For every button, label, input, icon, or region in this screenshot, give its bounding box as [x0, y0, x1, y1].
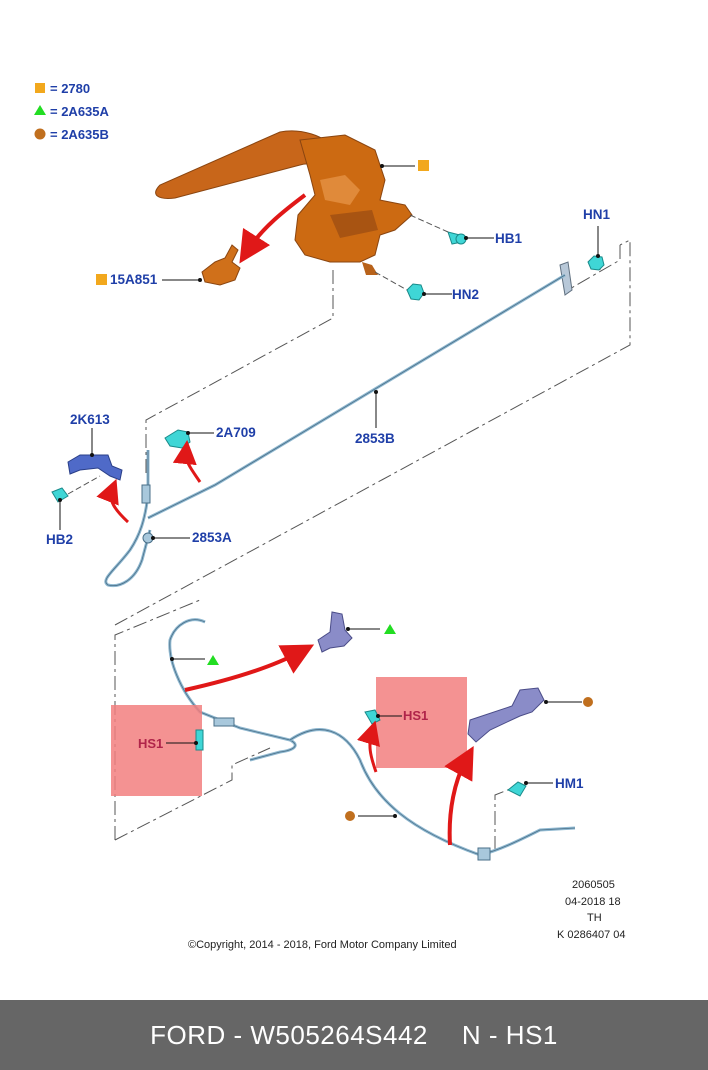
rear-cable-spring — [213, 717, 235, 727]
callout-hn1: HN1 — [583, 207, 610, 222]
clip-hs1-left — [195, 729, 204, 751]
legend-item-2a635b: = 2A635B — [50, 127, 109, 142]
rear-cable-fitting-right — [477, 847, 491, 861]
red-arrow-cable-to-bracket — [184, 644, 315, 692]
callout-2k613: 2K613 — [70, 412, 110, 427]
copyright: ©Copyright, 2014 - 2018, Ford Motor Comp… — [188, 939, 457, 951]
red-arrow-lever-to-switch — [239, 193, 307, 264]
switch-15a851 — [201, 244, 241, 286]
leader-dot — [198, 278, 202, 282]
bracket-2a635b — [467, 687, 545, 743]
leader-hb2-dash — [67, 475, 101, 495]
cable-2853a-edge — [105, 450, 151, 587]
parking-brake-lever — [155, 130, 413, 275]
front-cable-2853b-edge — [147, 274, 566, 519]
leader-dot — [596, 254, 600, 258]
meta-line-1: 2060505 — [572, 879, 615, 891]
cable-2a635a-marker-icon — [207, 655, 219, 665]
nut-hn1 — [587, 255, 605, 271]
footer-bar: FORD - W505264S442 N - HS1 — [0, 1000, 708, 1070]
red-arrow-to-2k613 — [96, 478, 130, 524]
bracket-2a635a-marker-icon — [384, 624, 396, 634]
leader-dot — [346, 627, 350, 631]
bracket-2a635b-marker-icon — [583, 697, 593, 707]
leader-dot — [464, 236, 468, 240]
fastener-hm1 — [507, 781, 527, 797]
lever-2780-marker-icon — [418, 160, 429, 171]
bracket-2a635a — [317, 611, 353, 653]
legend: = 2780 = 2A635A = 2A635B — [34, 81, 110, 142]
legend-item-2780: = 2780 — [50, 81, 90, 96]
callout-hs1-right: HS1 — [403, 708, 428, 723]
leader-dot — [393, 814, 397, 818]
cable-end-bracket — [559, 261, 573, 296]
callout-hm1: HM1 — [555, 776, 584, 791]
leader-dot — [374, 390, 378, 394]
front-cable-2853b — [147, 273, 566, 520]
leader-hb1-dash — [409, 214, 449, 233]
leader-dot — [170, 657, 174, 661]
callout-15a851: 15A851 — [110, 272, 158, 287]
red-arrow-to-bracket-2a635b — [444, 745, 474, 846]
legend-circle-icon — [34, 128, 46, 140]
red-arrow-to-2a709 — [172, 440, 202, 483]
nut-hn2 — [406, 283, 425, 301]
leader-dot — [376, 714, 380, 718]
bolt-hb2 — [51, 487, 69, 503]
callout-hn2: HN2 — [452, 287, 479, 302]
parking-brake-diagram: = 2780 = 2A635A = 2A635B 15A851 — [34, 81, 631, 951]
callout-hb1: HB1 — [495, 231, 522, 246]
callout-hb2: HB2 — [46, 532, 73, 547]
bracket-2k613 — [67, 454, 123, 481]
red-arrow-to-hs1-right — [357, 720, 380, 773]
switch-15a851-marker-icon — [96, 274, 107, 285]
leader-dot — [524, 781, 528, 785]
meta-line-2: 04-2018 18 — [565, 896, 621, 908]
leader-dot — [186, 431, 190, 435]
leader-hn2-dash — [374, 271, 408, 291]
bolt-hb1 — [447, 231, 467, 245]
meta-line-4: K 0286407 04 — [557, 929, 626, 941]
highlight-hs1-left — [111, 705, 202, 796]
footer-part-number: FORD - W505264S442 — [150, 1019, 428, 1050]
leader-dot — [58, 498, 62, 502]
cable-2a635b-marker-icon — [345, 811, 355, 821]
callout-2853b: 2853B — [355, 431, 395, 446]
callout-2853a: 2853A — [192, 530, 232, 545]
legend-square-icon — [35, 83, 45, 93]
leader-dot — [90, 453, 94, 457]
callout-hs1-left: HS1 — [138, 736, 163, 751]
legend-item-2a635a: = 2A635A — [50, 104, 110, 119]
leader-dot — [422, 292, 426, 296]
callout-2a709: 2A709 — [216, 425, 256, 440]
clip-hs1-right — [364, 709, 381, 725]
meta-line-3: TH — [587, 912, 602, 924]
cable-2853a-fitting — [141, 484, 151, 504]
leader-dot — [151, 536, 155, 540]
leader-dot — [380, 164, 384, 168]
rear-cable-left-edge — [169, 619, 296, 761]
legend-triangle-icon — [34, 105, 46, 115]
leader-dot — [194, 741, 198, 745]
leader-dot — [544, 700, 548, 704]
rear-cable-right-edge — [289, 729, 576, 856]
footer-code: N - HS1 — [461, 1019, 558, 1050]
